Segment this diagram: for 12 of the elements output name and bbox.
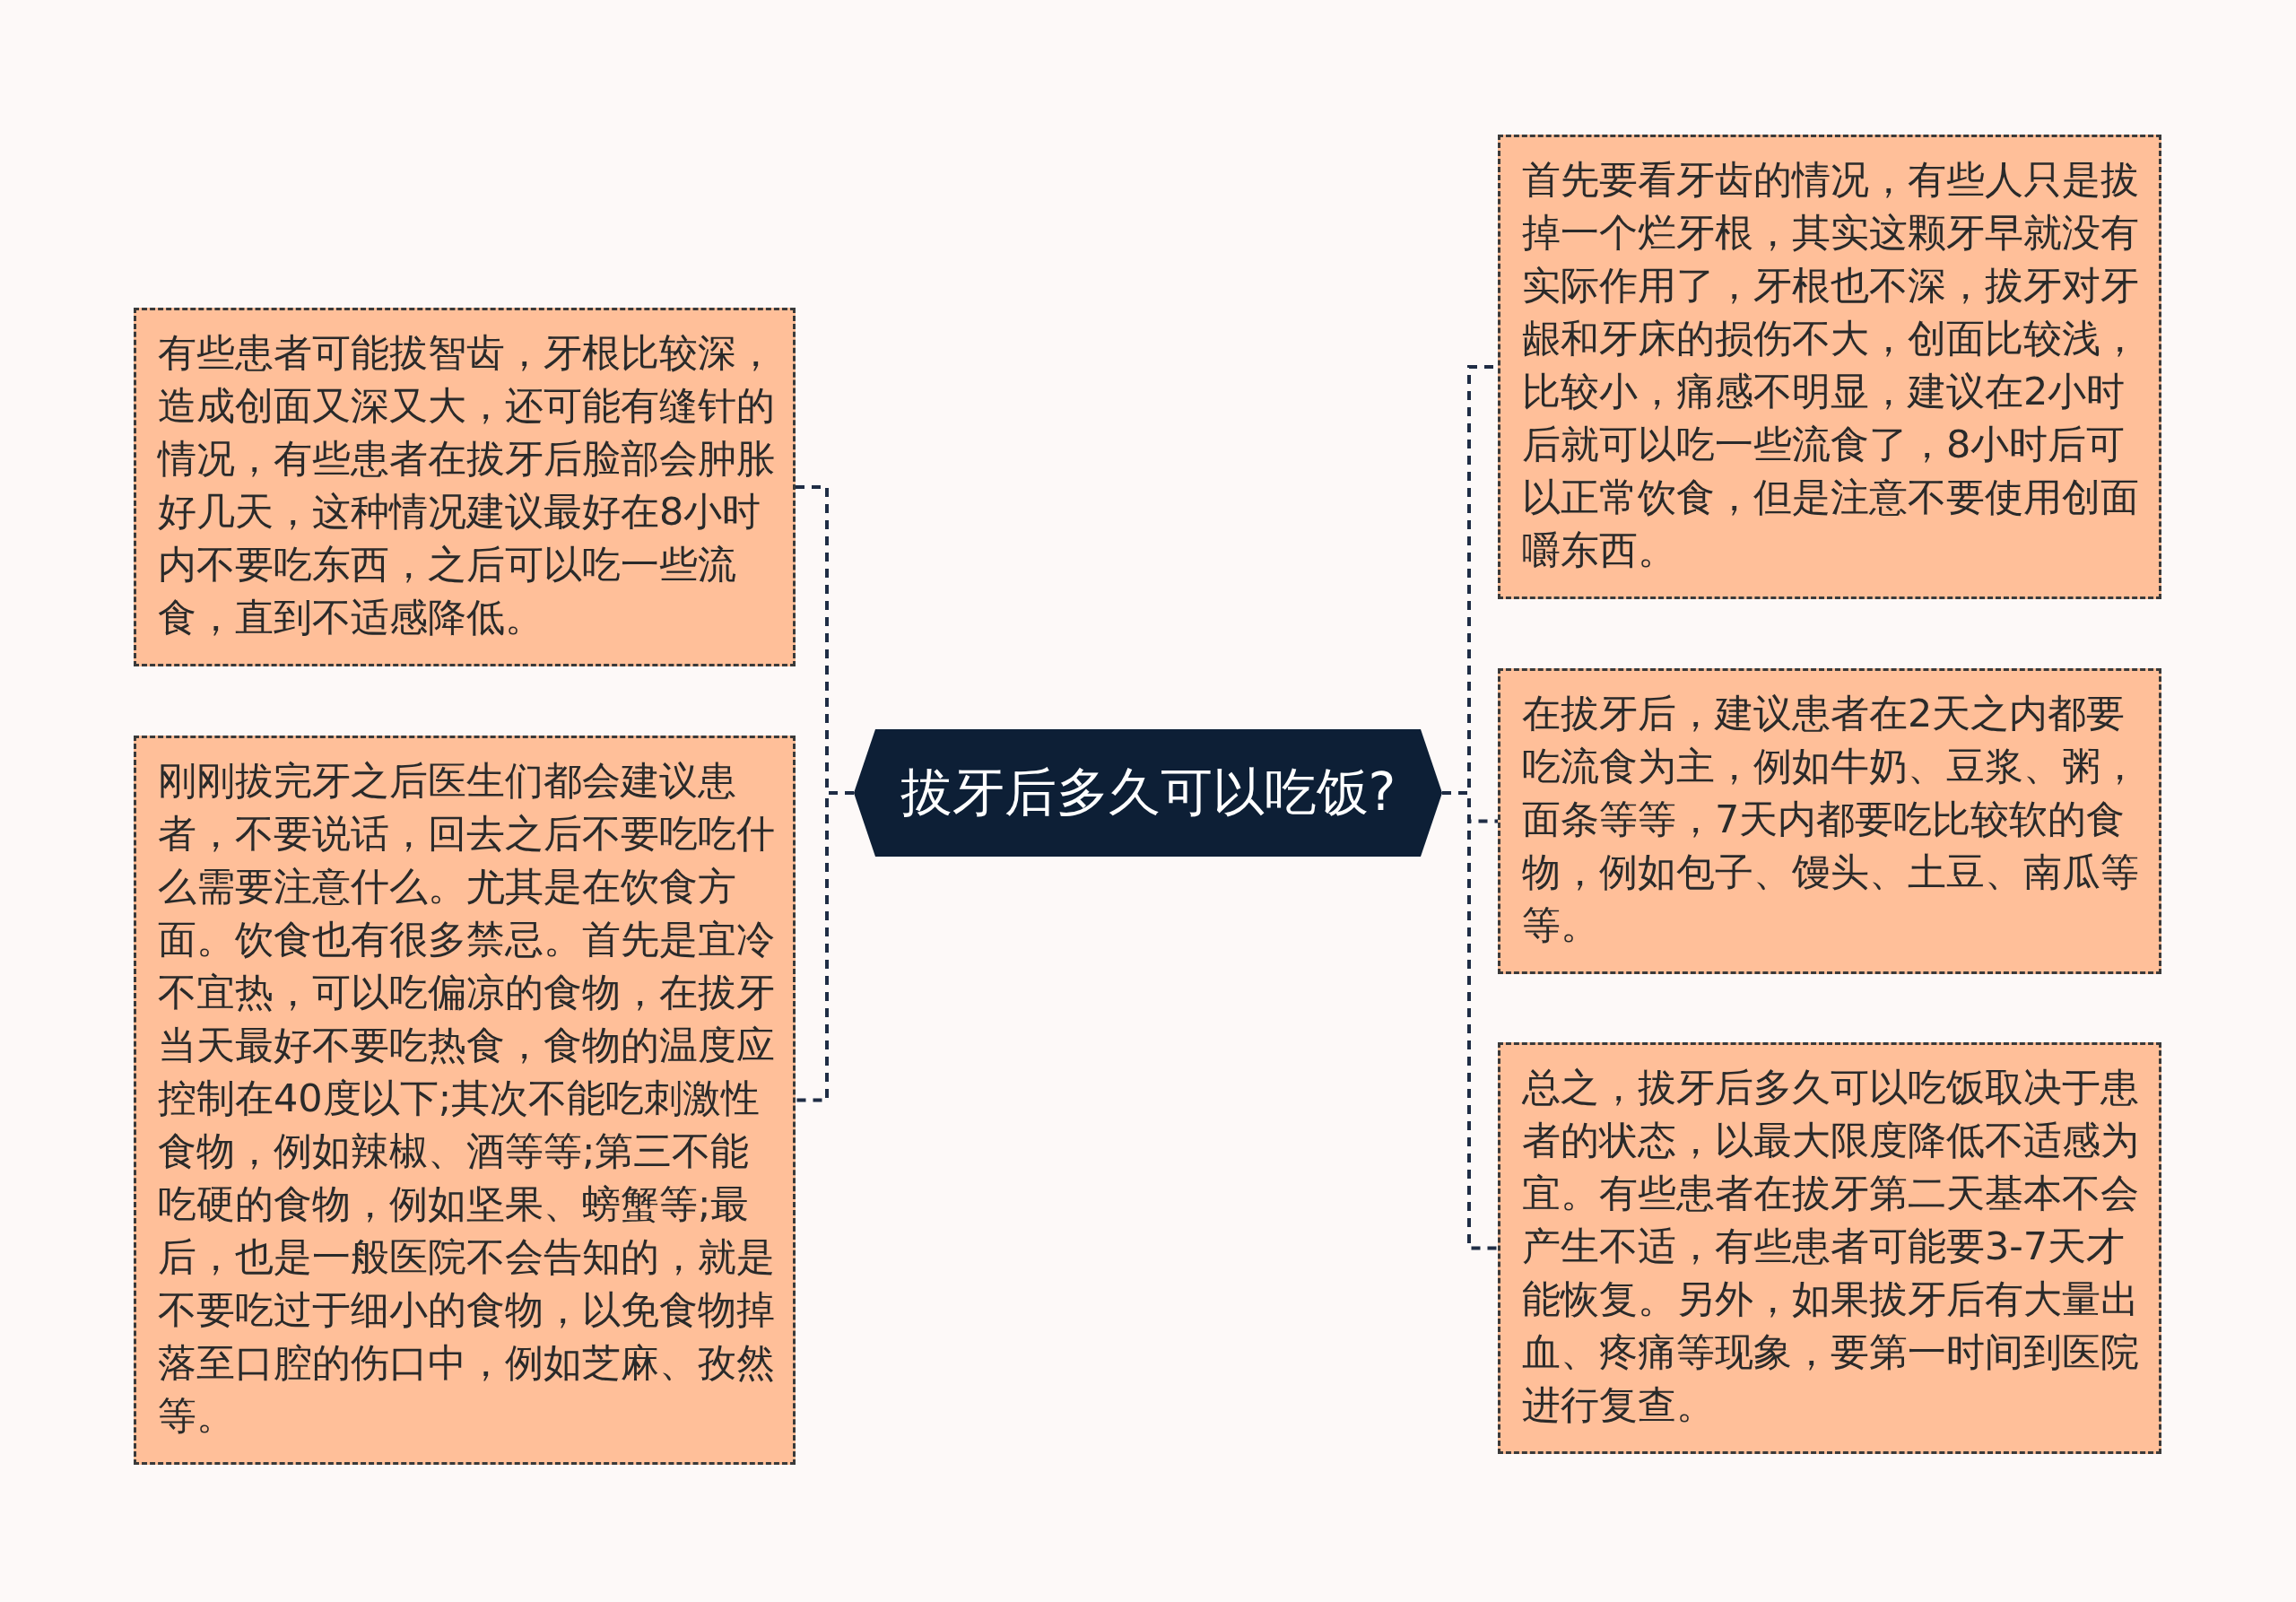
text-card: [1498, 135, 2161, 599]
text-card: [134, 308, 796, 666]
text-card: [1498, 668, 2161, 974]
topic-title: 拔牙后多久可以吃饭?: [900, 761, 1396, 824]
card-text: 在拔牙后，建议患者在2天之内都要吃流食为主，例如牛奶、豆浆、粥，面条等等，7天内都要吃比较软的食物，例如包子、馒头、土豆、南瓜等等。: [1522, 691, 2139, 947]
card-text: 首先要看牙齿的情况，有些人只是拔掉一个烂牙根，其实这颗牙早就没有实际作用了，牙根也不深，拔牙对牙龈和牙床的损伤不大，创面比较浅，比较小，痛感不明显，建议在2小时后就可以吃一些流食了，8小时后可以正常饮食，但是注意不要使用创面嚼东西。: [1522, 157, 2139, 572]
card-text: 总之，拔牙后多久可以吃饭取决于患者的状态，以最大限度降低不适感为宜。有些患者在拔牙第二天基本不会产生不适，有些患者可能要3-7天才能恢复。另外，如果拔牙后有大量出血、疼痛等现象，要第一时间到医院进行复查。: [1522, 1065, 2139, 1427]
connector-line: [1442, 791, 1498, 1250]
card-text: 刚刚拔完牙之后医生们都会建议患者，不要说话，回去之后不要吃吃什么需要注意什么。尤其是在饮食方面。饮食也有很多禁忌。首先是宜冷不宜热，可以吃偏凉的食物，在拔牙当天最好不要吃热食，食物的温度应控制在40度以下;其次不能吃刺激性食物，例如辣椒、酒等等;第三不能吃硬的食物，例如坚果、螃蟹等;最后，也是一般医院不会告知的，就是不要吃过于细小的食物，以免食物掉落至口腔的伤口中，例如芝麻、孜然等。: [158, 758, 775, 1438]
card-text: 有些患者可能拔智齿，牙根比较深，造成创面又深又大，还可能有缝针的情况，有些患者在拔牙后脸部会肿胀好几天，这种情况建议最好在8小时内不要吃东西，之后可以吃一些流食，直到不适感降低。: [158, 330, 775, 640]
connector-line: [796, 791, 854, 1102]
text-card: [1498, 1042, 2161, 1454]
